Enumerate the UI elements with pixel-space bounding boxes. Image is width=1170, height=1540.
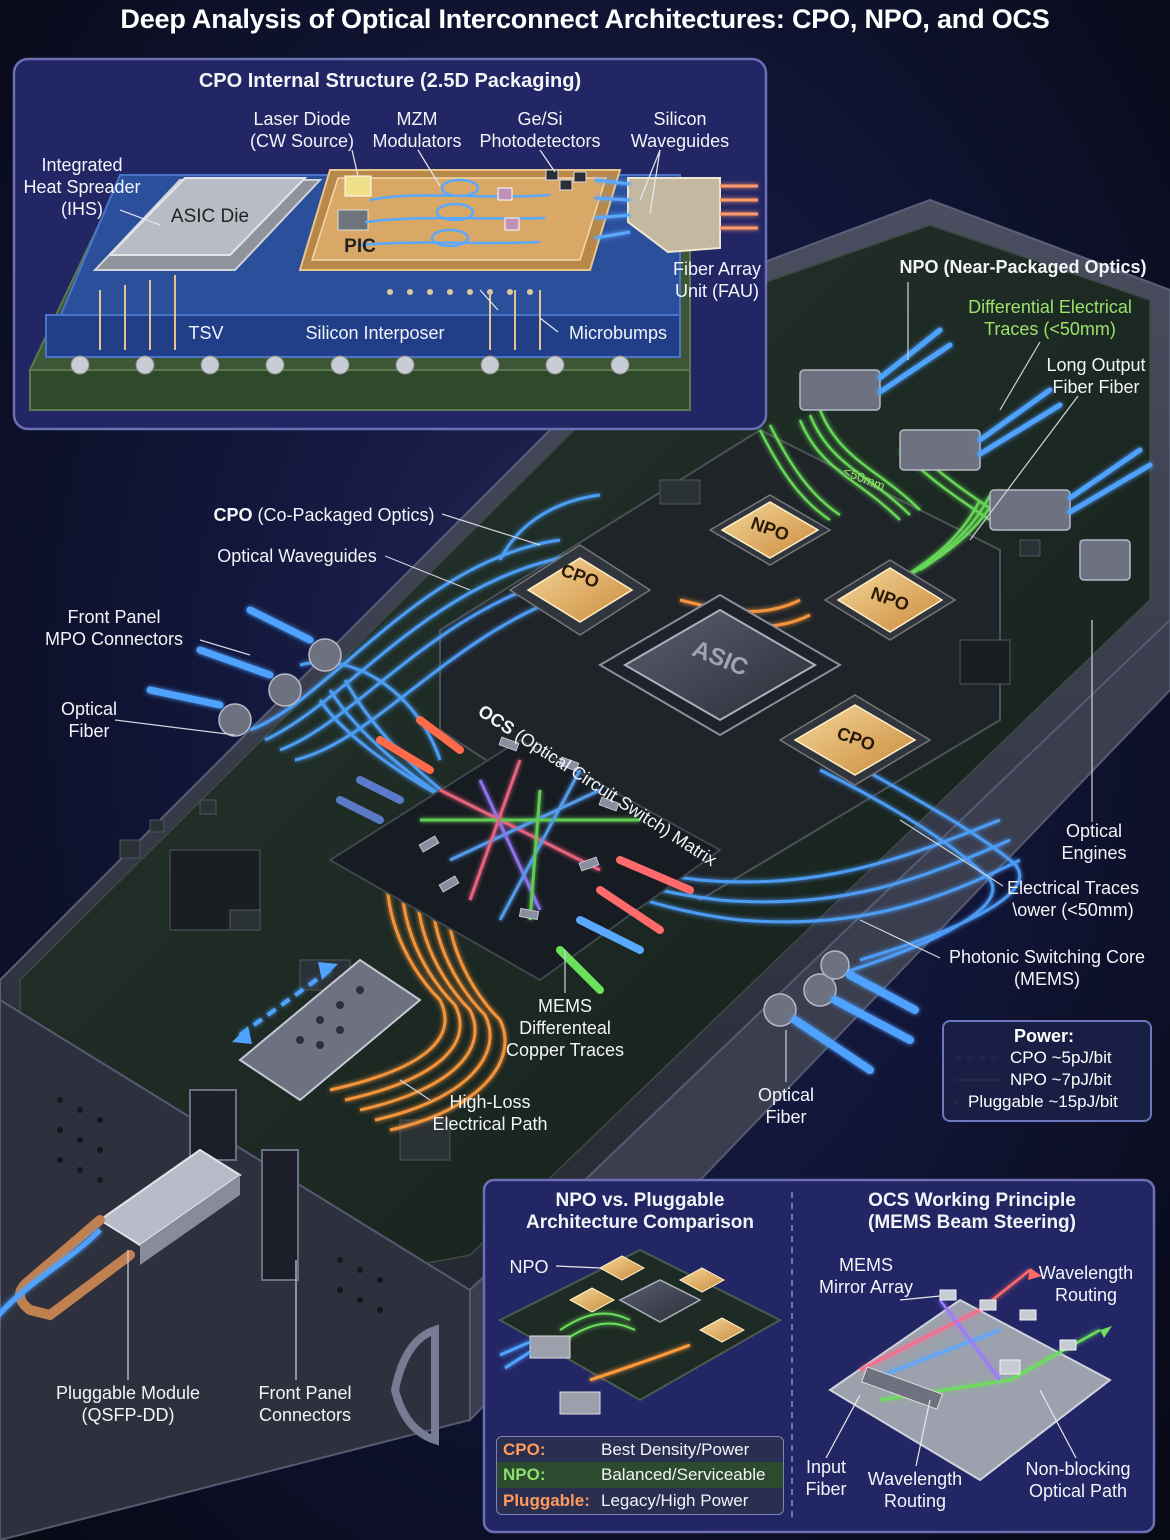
cpo-chip-2 (793, 704, 917, 776)
insertion-arrow (238, 968, 332, 1037)
arrow-head-left (232, 1026, 252, 1044)
legend-title: Power: (1014, 1026, 1075, 1046)
arrow-head-right (318, 962, 338, 980)
cpo-chip-1 (526, 557, 634, 623)
asic-die-label: ASIC Die (170, 206, 250, 227)
npo-chip-1 (720, 501, 820, 559)
interposer-label: Silicon Interposer (305, 323, 445, 343)
ocs-fiber-pigtails (336, 716, 694, 994)
npo-fibers (877, 327, 1153, 515)
comparison-row-pluggable: Pluggable: Legacy/High Power (496, 1488, 784, 1515)
leader-lines (114, 282, 1093, 1380)
microbumps-label: Microbumps (568, 323, 668, 343)
passive-components (119, 479, 1121, 1161)
electrical-traces-label: Electrical Traces\ower (<50mm) (1006, 878, 1140, 920)
front-mpo-connectors (146, 606, 342, 737)
npo-differential-traces (758, 409, 1002, 582)
cpo-inset-title: CPO Internal Structure (2.5D Packaging) (198, 70, 582, 92)
legend-item-pluggable: Pluggable ~15pJ/bit (968, 1092, 1118, 1111)
power-legend: Power: CPO ~5pJ/bit NPO ~7pJ/bit Pluggab… (942, 1020, 1152, 1122)
npo-optical-modules (799, 369, 1131, 581)
page-title: Deep Analysis of Optical Interconnect Ar… (120, 4, 1050, 34)
npo-vs-pluggable-drawing (497, 1248, 783, 1415)
optical-waveguides-label: Optical Waveguides (217, 546, 377, 566)
pluggable-module (0, 1148, 242, 1321)
comparison-row-cpo: CPO: Best Density/Power (496, 1436, 784, 1463)
cpo-callout-label: CPO (Co-Packaged Optics) (213, 505, 435, 525)
cpo-structure-drawing (28, 149, 758, 411)
chip-group (508, 494, 957, 786)
pic-label: PIC (344, 236, 376, 257)
photonic-core-label: Photonic Switching Core(MEMS) (948, 947, 1146, 989)
optical-waveguides (249, 493, 1022, 982)
npo-chip-2 (836, 567, 944, 633)
laser-diode-label: Laser Diode(CW Source) (249, 109, 354, 151)
npo-title-label: NPO (Near-Packaged Optics) (899, 257, 1147, 277)
ocs-principle-drawing (825, 1268, 1112, 1482)
bottom-right-fibers (763, 950, 919, 1074)
ocs-matrix (328, 736, 722, 982)
asic-chip (623, 608, 817, 722)
pluggable-module-label: Pluggable Module(QSFP-DD) (55, 1383, 201, 1425)
npo-tag-label: NPO (509, 1257, 549, 1277)
legend-item-npo: NPO ~7pJ/bit (1010, 1070, 1112, 1089)
tsv-label: TSV (188, 323, 224, 343)
legend-item-cpo: CPO ~5pJ/bit (1010, 1048, 1112, 1067)
ocs-principle-title: OCS Working Principle(MEMS Beam Steering… (868, 1190, 1076, 1233)
comparison-row-npo: NPO: Balanced/Serviceable (496, 1462, 784, 1488)
qsfp-cage (238, 958, 422, 1102)
